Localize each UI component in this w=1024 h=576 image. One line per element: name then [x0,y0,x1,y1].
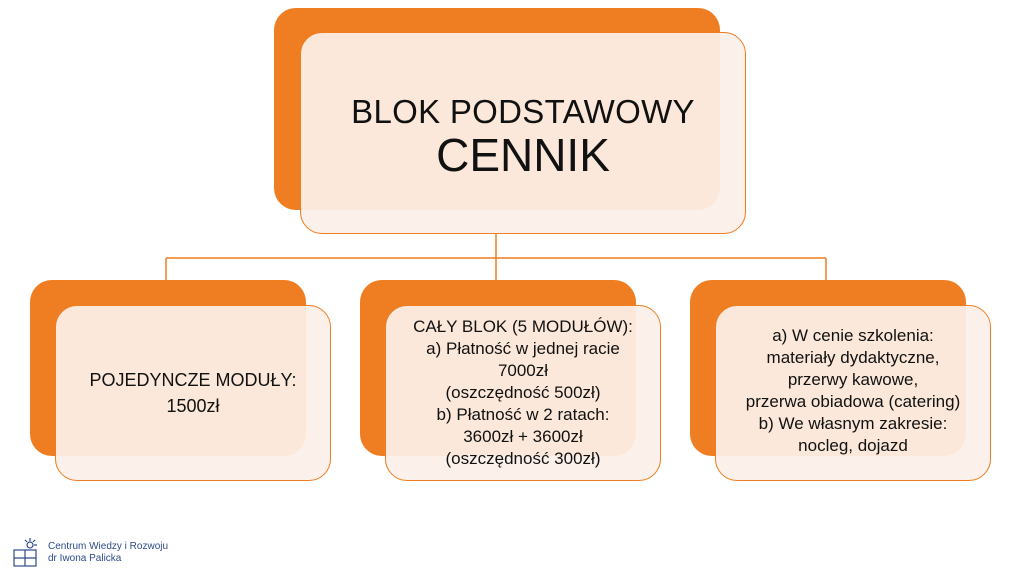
logo-line-1: Centrum Wiedzy i Rozwoju [48,541,169,552]
logo: Centrum Wiedzy i Rozwoju dr Iwona Palick… [8,536,168,570]
card-line: b) Płatność w 2 ratach: [436,405,610,424]
card-line: (oszczędność 500zł) [445,383,601,402]
card-line: przerwy kawowe, [787,370,919,389]
card-line: nocleg, dojazd [798,436,908,455]
card-line: przerwa obiadowa (catering) [745,392,961,411]
card-line: POJEDYNCZE MODUŁY: [89,370,297,390]
card-single-modules [55,305,331,481]
title-line-2: CENNIK [436,128,610,181]
card-line: materiały dydaktyczne, [766,348,940,367]
card-included-text: a) W cenie szkolenia: materiały dydaktyc… [715,305,991,481]
card-line: 7000zł [497,361,549,380]
title-node [300,32,746,234]
card-line: (oszczędność 300zł) [445,449,601,468]
card-included [715,305,991,481]
logo-icon [13,538,37,567]
card-line: a) W cenie szkolenia: [772,326,934,345]
card-single-modules-text: POJEDYNCZE MODUŁY: 1500zł [55,305,331,481]
card-line: 3600zł + 3600zł [463,427,583,446]
title-node-text: BLOK PODSTAWOWY CENNIK [300,32,746,234]
card-full-block-text: CAŁY BLOK (5 MODUŁÓW): a) Płatność w jed… [385,305,661,481]
logo-text: Centrum Wiedzy i Rozwoju dr Iwona Palick… [48,541,168,565]
card-line: CAŁY BLOK (5 MODUŁÓW): [413,317,633,336]
card-line: a) Płatność w jednej racie [426,339,620,358]
title-line-1: BLOK PODSTAWOWY [351,92,695,130]
logo-line-2: dr Iwona Palicka [48,553,122,564]
card-full-block [385,305,661,481]
card-line: b) We własnym zakresie: [758,414,948,433]
card-line: 1500zł [166,396,220,416]
